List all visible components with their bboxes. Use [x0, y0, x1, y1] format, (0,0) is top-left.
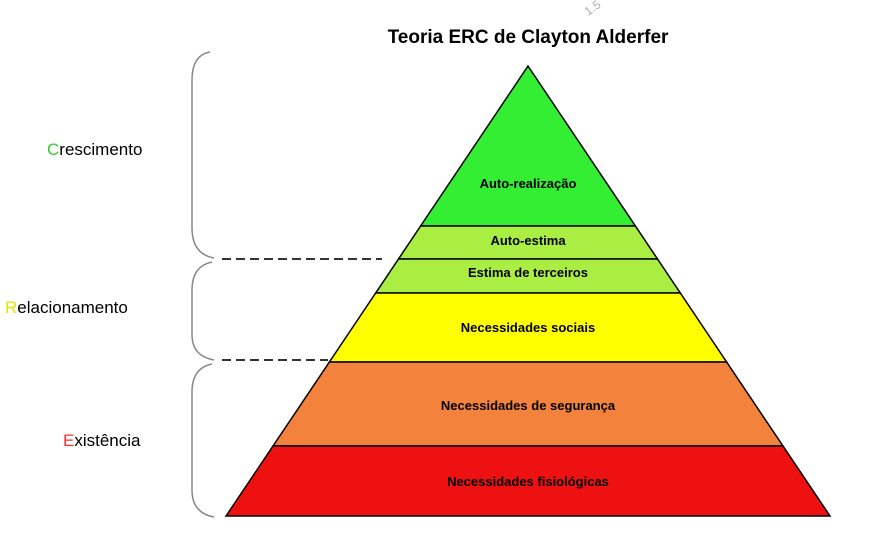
group-label-crescimento: Crescimento [47, 140, 142, 159]
group-rest-existencia: xistência [74, 431, 141, 450]
label-auto-estima: Auto-estima [490, 233, 566, 248]
group-initial-crescimento: C [47, 140, 59, 159]
group-initial-relacionamento: R [5, 298, 17, 317]
group-label-relacionamento: Relacionamento [5, 298, 128, 317]
watermark-text: 1.5 [582, 0, 604, 18]
group-rest-crescimento: rescimento [59, 140, 142, 159]
label-necessidades-fisiologicas: Necessidades fisiológicas [447, 474, 609, 489]
bracket-relacionamento [192, 262, 214, 360]
label-estima-terceiros: Estima de terceiros [468, 265, 588, 280]
diagram-title: Teoria ERC de Clayton Alderfer [388, 27, 669, 48]
group-label-existencia: Existência [63, 431, 141, 450]
label-necessidades-seguranca: Necessidades de segurança [441, 398, 616, 413]
group-initial-existencia: E [63, 431, 74, 450]
label-necessidades-sociais: Necessidades sociais [461, 320, 595, 335]
group-rest-relacionamento: elacionamento [17, 298, 128, 317]
bracket-crescimento [192, 52, 214, 258]
bracket-existencia [192, 364, 214, 517]
layer-auto-realizacao [421, 66, 636, 226]
label-auto-realizacao: Auto-realização [480, 176, 577, 191]
